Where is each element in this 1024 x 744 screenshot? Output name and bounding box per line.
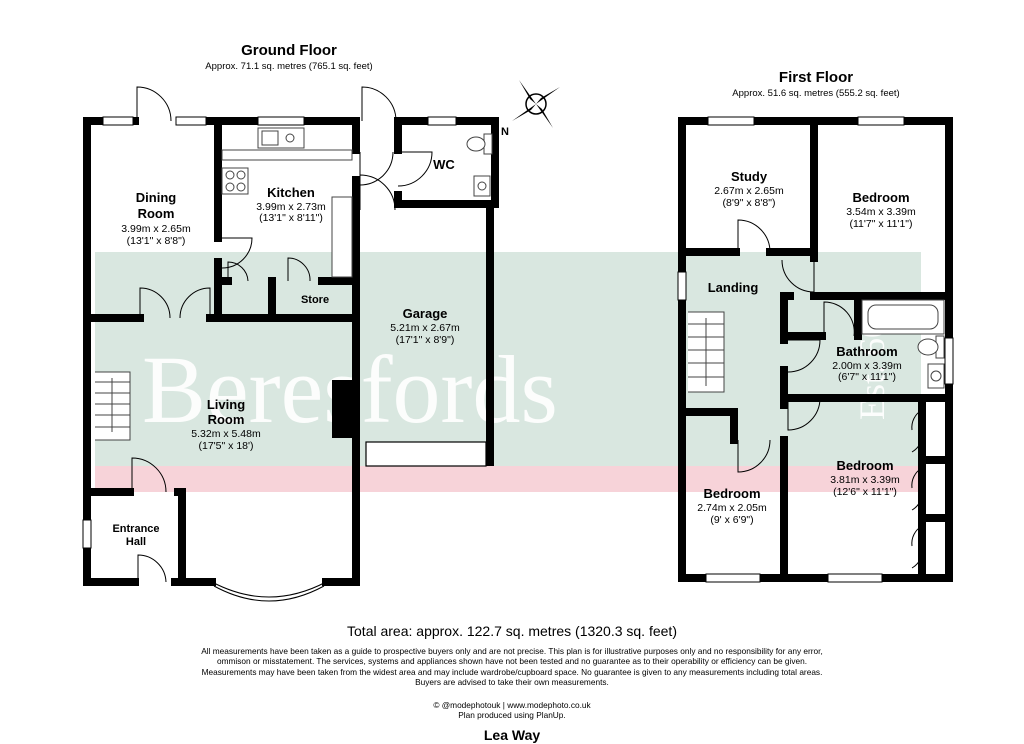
garage-imperial: (17'1" x 8'9") [396,334,455,346]
watermark-stripe [95,466,921,492]
ground-floor-fixtures [95,127,493,441]
first-floor-fixtures [688,299,945,393]
bedroom-3-label: Bedroom [703,486,760,501]
bedroom-3-metric: 2.74m x 2.05m [697,502,767,514]
garage-door [365,441,487,467]
garage-metric: 5.21m x 2.67m [390,322,460,334]
bedroom-3-imperial: (9' x 6'9") [710,514,753,526]
first-floor-doors [737,219,923,569]
wc-label: WC [433,157,455,172]
bedroom-1-imperial: (11'7" x 11'1") [849,218,912,230]
dining-room-metric: 3.99m x 2.65m [121,223,191,235]
disclaimer-text: All measurements have been taken as a gu… [201,646,823,688]
entrance-hall-label-1: Entrance [112,523,159,535]
store-label: Store [301,294,329,306]
ground-floor-windows [82,116,457,549]
study-metric: 2.67m x 2.65m [714,185,784,197]
bathroom-label: Bathroom [836,344,897,359]
bedroom-2-label: Bedroom [836,458,893,473]
ground-floor-doors [131,86,433,602]
credit-line-2: Plan produced using PlanUp. [458,710,566,721]
chimney-breast [332,380,352,438]
watermark-band [95,252,921,466]
first-floor-walls [678,117,953,582]
first-floor-windows [677,116,954,583]
study-imperial: (8'9" x 8'8") [723,197,776,209]
landing-label: Landing [708,280,759,295]
entrance-hall-label-2: Hall [126,536,146,548]
compass-label: N [501,126,509,138]
kitchen-metric: 3.99m x 2.73m [256,201,326,213]
dining-room-imperial: (13'1" x 8'8") [127,235,186,247]
credit-line-1: © @modephotouk | www.modephoto.co.uk [433,700,591,710]
first-floor-area: Approx. 51.6 sq. metres (555.2 sq. feet) [732,88,899,99]
first-floor-title: First Floor [779,69,853,86]
bedroom-2-imperial: (12'6" x 11'1") [833,486,897,498]
property-address: Lea Way [483,727,541,743]
living-room-label-1: Living [207,397,245,412]
garage-label: Garage [403,306,448,321]
ground-floor-walls [83,117,499,586]
kitchen-label: Kitchen [267,185,315,200]
living-room-label-2: Room [208,412,245,427]
bathroom-imperial: (6'7" x 11'1") [838,371,896,383]
study-label: Study [731,169,768,184]
bathroom-metric: 2.00m x 3.39m [832,360,902,372]
total-area: Total area: approx. 122.7 sq. metres (13… [347,623,677,639]
dining-room-label-2: Room [138,206,175,221]
credit-block: © @modephotouk | www.modephoto.co.uk Pla… [0,700,1024,721]
dining-room-label-1: Dining [136,190,176,205]
kitchen-imperial: (13'1" x 8'11") [259,212,323,224]
bedroom-2-metric: 3.81m x 3.39m [830,474,900,486]
living-room-metric: 5.32m x 5.48m [191,428,261,440]
bedroom-1-label: Bedroom [852,190,909,205]
compass-icon: N [501,80,560,138]
living-room-imperial: (17'5" x 18') [198,440,253,452]
ground-floor-title: Ground Floor [241,42,337,59]
bedroom-1-metric: 3.54m x 3.39m [846,206,916,218]
ground-floor-area: Approx. 71.1 sq. metres (765.1 sq. feet) [205,61,372,72]
